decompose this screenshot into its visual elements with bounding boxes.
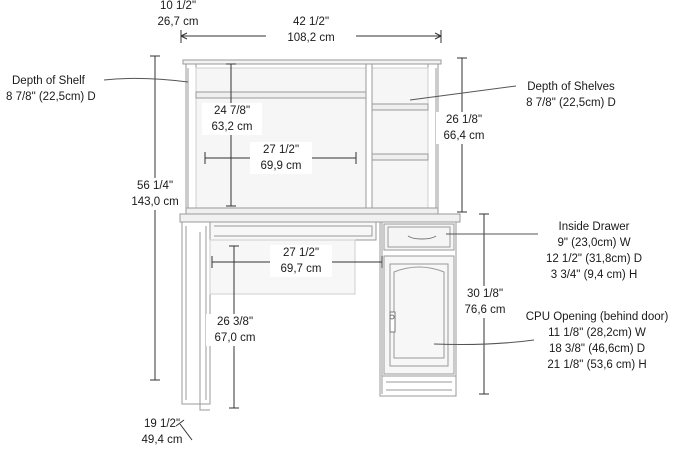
hutch-height-label: 26 1/8" 66,4 cm [436,112,492,144]
desk-outline [179,213,461,411]
shelf-depth-label: Depth of Shelf 8 7/8" (22,5cm) D [6,75,96,103]
knee-height-label: 26 3/8" 67,0 cm [206,314,264,346]
hutch-inner-width-label: 27 1/2" 69,9 cm [250,142,312,174]
inside-drawer-label: Inside Drawer 9" (23,0cm) W 12 1/2" (31,… [545,221,643,281]
desk-height-label: 30 1/8" 76,6 cm [458,286,512,318]
hutch-inner-height-label: 24 7/8" 63,2 cm [202,103,262,135]
cpu-opening-label: CPU Opening (behind door) 11 1/8" (28,2c… [525,311,669,371]
hutch-outline [182,59,442,215]
desk-depth-label: 19 1/2" 49,4 cm [141,418,183,446]
desk-depth-top-label: 10 1/2" 26,7 cm [157,0,199,28]
shelves-depth-label: Depth of Shelves 8 7/8" (22,5cm) D [526,81,616,109]
overall-height-label: 56 1/4" 143,0 cm [126,178,184,210]
overall-width-label: 42 1/2" 108,2 cm [266,14,356,46]
knee-width-label: 27 1/2" 69,7 cm [270,245,332,277]
